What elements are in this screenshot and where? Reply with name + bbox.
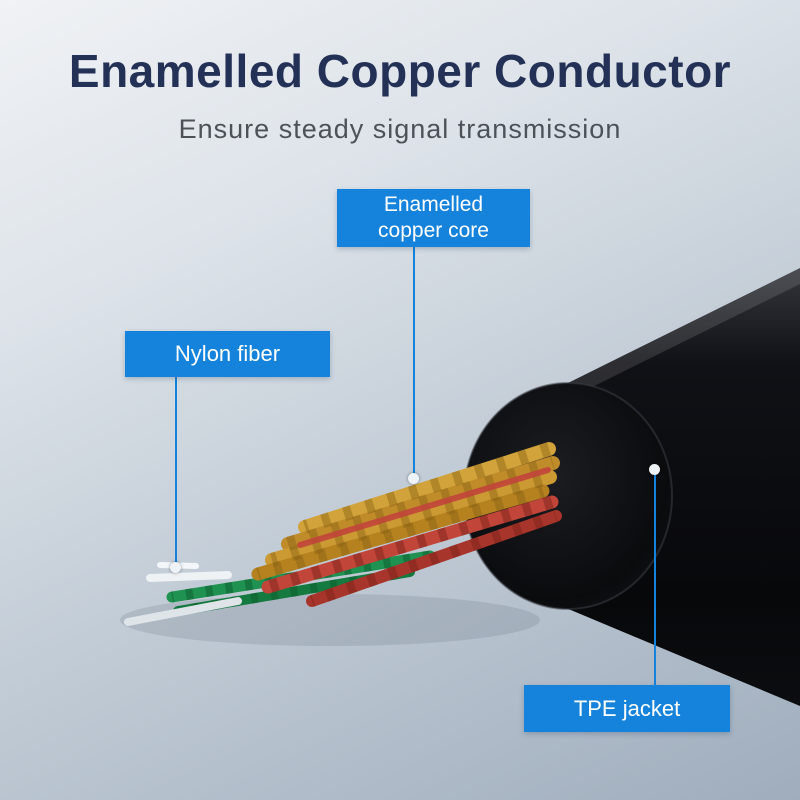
cable-jacket	[463, 268, 800, 706]
copper-strands	[251, 442, 560, 581]
callout-tpe-jacket-label: TPE jacket	[573, 695, 681, 721]
callout-copper-core: Enamelled copper core	[337, 189, 530, 247]
callout-copper-core-line2: copper core	[378, 219, 489, 242]
cable-shadow	[120, 594, 540, 646]
callout-nylon-fiber-label: Nylon fiber	[174, 341, 281, 367]
callout-nylon-fiber: Nylon fiber	[125, 331, 330, 377]
leader-line-nylon-fiber	[175, 377, 177, 564]
pointer-dot-copper-core	[408, 473, 419, 484]
callout-copper-core-line1: Enamelled	[383, 192, 484, 216]
pointer-dot-nylon-fiber	[170, 562, 181, 573]
page-title: Enamelled Copper Conductor	[68, 45, 732, 97]
page-subtitle: Ensure steady signal transmission	[178, 114, 622, 144]
red-wires	[261, 467, 562, 607]
pointer-dot-tpe-jacket	[649, 464, 660, 475]
leader-line-tpe-jacket	[654, 474, 656, 685]
leader-line-copper-core	[413, 247, 415, 475]
callout-tpe-jacket: TPE jacket	[524, 685, 730, 732]
